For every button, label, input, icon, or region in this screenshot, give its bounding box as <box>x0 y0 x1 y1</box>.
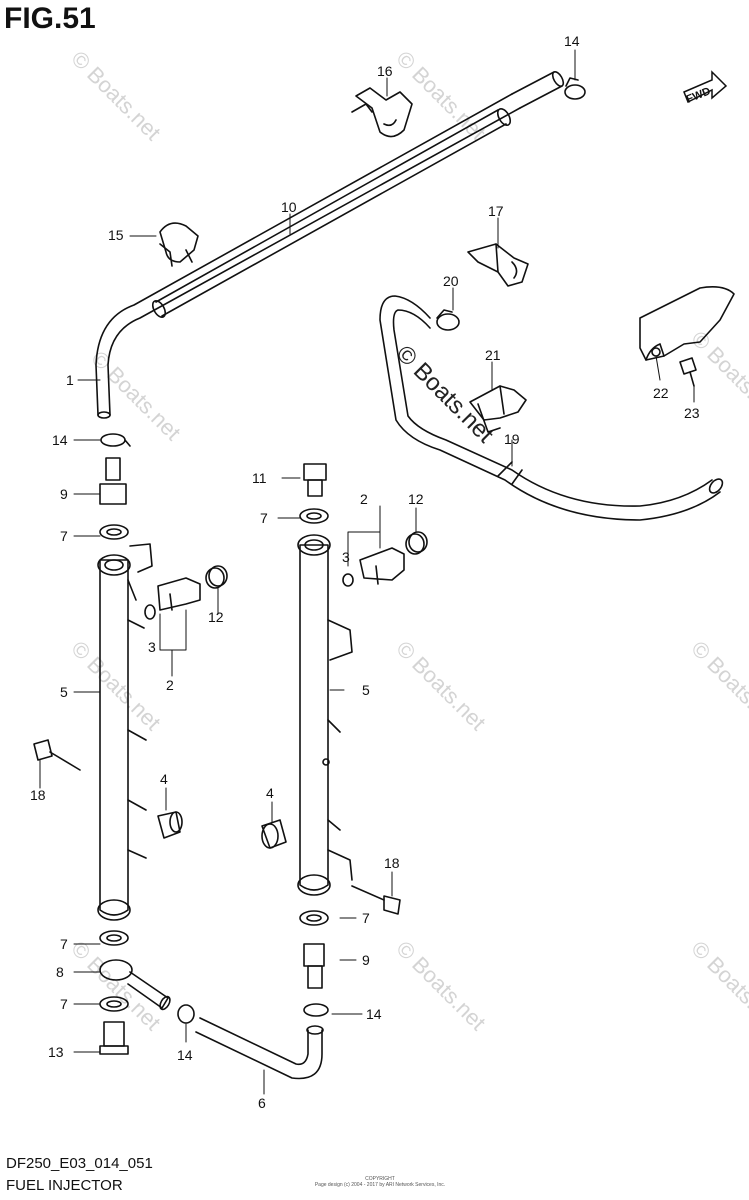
part-2-injector-right <box>359 547 405 585</box>
part-10-fuel-hose <box>95 70 565 419</box>
watermark-text: © Boats.net <box>391 936 490 1035</box>
part-13-banjo-bolt <box>99 1021 129 1055</box>
callout-2: 2 <box>166 677 174 693</box>
part-7-washer-lower <box>99 930 129 946</box>
part-5-fuel-rail-right <box>297 534 353 896</box>
copyright-line-1: COPYRIGHT <box>365 1176 395 1182</box>
part-4-cushion-right <box>261 819 287 849</box>
part-14-clamp-top <box>564 77 586 100</box>
diagram-name: FUEL INJECTOR <box>6 1177 123 1194</box>
callout-3: 3 <box>148 639 156 655</box>
part-18-bolt-right <box>351 885 401 915</box>
diagram-code: DF250_E03_014_051 <box>6 1155 153 1172</box>
part-7-washer <box>99 524 129 540</box>
part-4-cushion-left <box>157 811 183 839</box>
part-9-fitting-right <box>303 943 325 989</box>
watermark-text: © Boats.net <box>66 46 165 145</box>
callout-5: 5 <box>362 682 370 698</box>
callout-17: 17 <box>488 203 504 219</box>
callout-16: 16 <box>377 63 393 79</box>
part-7-washer-right-lower <box>299 910 329 926</box>
watermark-text: © Boats.net <box>686 636 749 735</box>
watermark-text: © Boats.net <box>686 936 749 1035</box>
part-5-fuel-rail-left <box>97 543 153 921</box>
callout-14: 14 <box>564 33 580 49</box>
part-12-seal-right <box>405 531 428 555</box>
callout-14: 14 <box>177 1047 193 1063</box>
callout-labels: 14 16 10 15 17 20 21 22 23 1 19 14 9 7 5… <box>30 33 700 1111</box>
callout-9: 9 <box>60 486 68 502</box>
callout-4: 4 <box>266 785 274 801</box>
part-15-hose-clip <box>159 222 199 267</box>
callout-11: 11 <box>252 470 267 486</box>
callout-14: 14 <box>366 1006 382 1022</box>
part-7-washer-right <box>299 508 329 524</box>
watermark-text: © Boats.net <box>391 636 490 735</box>
callout-7: 7 <box>60 936 68 952</box>
copyright-notice: COPYRIGHT Page design (c) 2004 - 2017 by… <box>300 1176 460 1188</box>
callout-7: 7 <box>260 510 268 526</box>
part-14-clamp-bottom-left <box>177 1004 195 1024</box>
callout-15: 15 <box>108 227 124 243</box>
watermark-text: © Boats.net <box>391 46 490 145</box>
callout-7: 7 <box>362 910 370 926</box>
part-17-hose-clip <box>467 243 529 287</box>
watermark-layer: © Boats.net © Boats.net © Boats.net © Bo… <box>66 46 749 1035</box>
part-11-plug <box>303 463 327 497</box>
callout-3: 3 <box>342 549 350 565</box>
callout-23: 23 <box>684 405 700 421</box>
part-6-crossover-hose <box>195 1017 324 1080</box>
figure-title: FIG.51 <box>4 2 96 35</box>
part-23-bolt <box>679 357 697 387</box>
copyright-line-2: Page design (c) 2004 - 2017 by ARI Netwo… <box>314 1182 446 1188</box>
leader-lines <box>39 49 695 1095</box>
callout-6: 6 <box>258 1095 266 1111</box>
part-14-clamp-right <box>303 1003 329 1017</box>
callout-1: 1 <box>66 372 74 388</box>
callout-18: 18 <box>384 855 400 871</box>
callout-21: 21 <box>485 347 501 363</box>
part-2-injector-left <box>157 577 201 611</box>
part-18-bolt-left <box>33 739 81 771</box>
part-3-o-ring-right <box>342 573 354 587</box>
part-19-return-hose <box>379 295 724 521</box>
part-12-seal-left <box>205 565 228 589</box>
part-22-bracket <box>639 286 735 361</box>
callout-7: 7 <box>60 528 68 544</box>
part-21-hose-clip <box>469 385 527 433</box>
part-8-banjo-fitting <box>99 959 171 1011</box>
callout-9: 9 <box>362 952 370 968</box>
callout-10: 10 <box>281 199 297 215</box>
callout-4: 4 <box>160 771 168 787</box>
callout-20: 20 <box>443 273 459 289</box>
part-16-hose-clip <box>351 87 413 138</box>
part-14-clamp-left <box>100 433 131 447</box>
callout-14: 14 <box>52 432 68 448</box>
callout-2: 2 <box>360 491 368 507</box>
callout-12: 12 <box>408 491 424 507</box>
callout-7: 7 <box>60 996 68 1012</box>
callout-5: 5 <box>60 684 68 700</box>
callout-12: 12 <box>208 609 224 625</box>
callout-22: 22 <box>653 385 669 401</box>
callout-8: 8 <box>56 964 64 980</box>
callout-13: 13 <box>48 1044 64 1060</box>
part-3-o-ring-left <box>144 604 156 620</box>
callout-19: 19 <box>504 431 520 447</box>
callout-18: 18 <box>30 787 46 803</box>
forward-label: FWD <box>685 85 713 106</box>
watermark-text: © Boats.net <box>86 346 185 445</box>
part-9-fitting-left <box>99 457 127 505</box>
part-20-clamp <box>436 309 460 331</box>
forward-arrow-icon: FWD <box>683 70 728 106</box>
